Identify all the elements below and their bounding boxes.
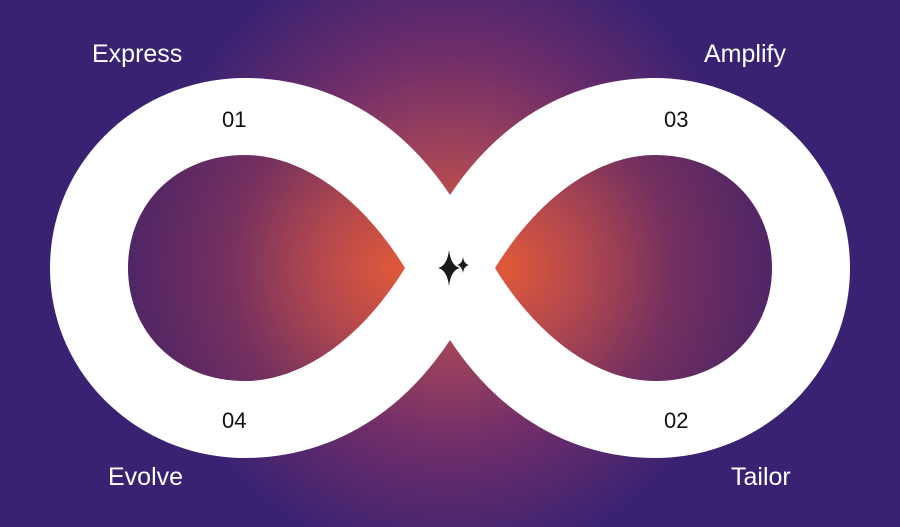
label-amplify: Amplify [704, 40, 786, 68]
step-number-02: 02 [664, 408, 689, 433]
step-number-04: 04 [222, 408, 247, 433]
sparkle-icon [438, 250, 469, 286]
label-evolve: Evolve [108, 463, 184, 491]
infinity-hole-left [128, 155, 405, 381]
infinity-hole-right [495, 155, 772, 381]
step-number-03: 03 [664, 107, 689, 132]
label-tailor: Tailor [731, 463, 791, 491]
step-number-01: 01 [222, 107, 247, 132]
label-express: Express [92, 40, 183, 68]
